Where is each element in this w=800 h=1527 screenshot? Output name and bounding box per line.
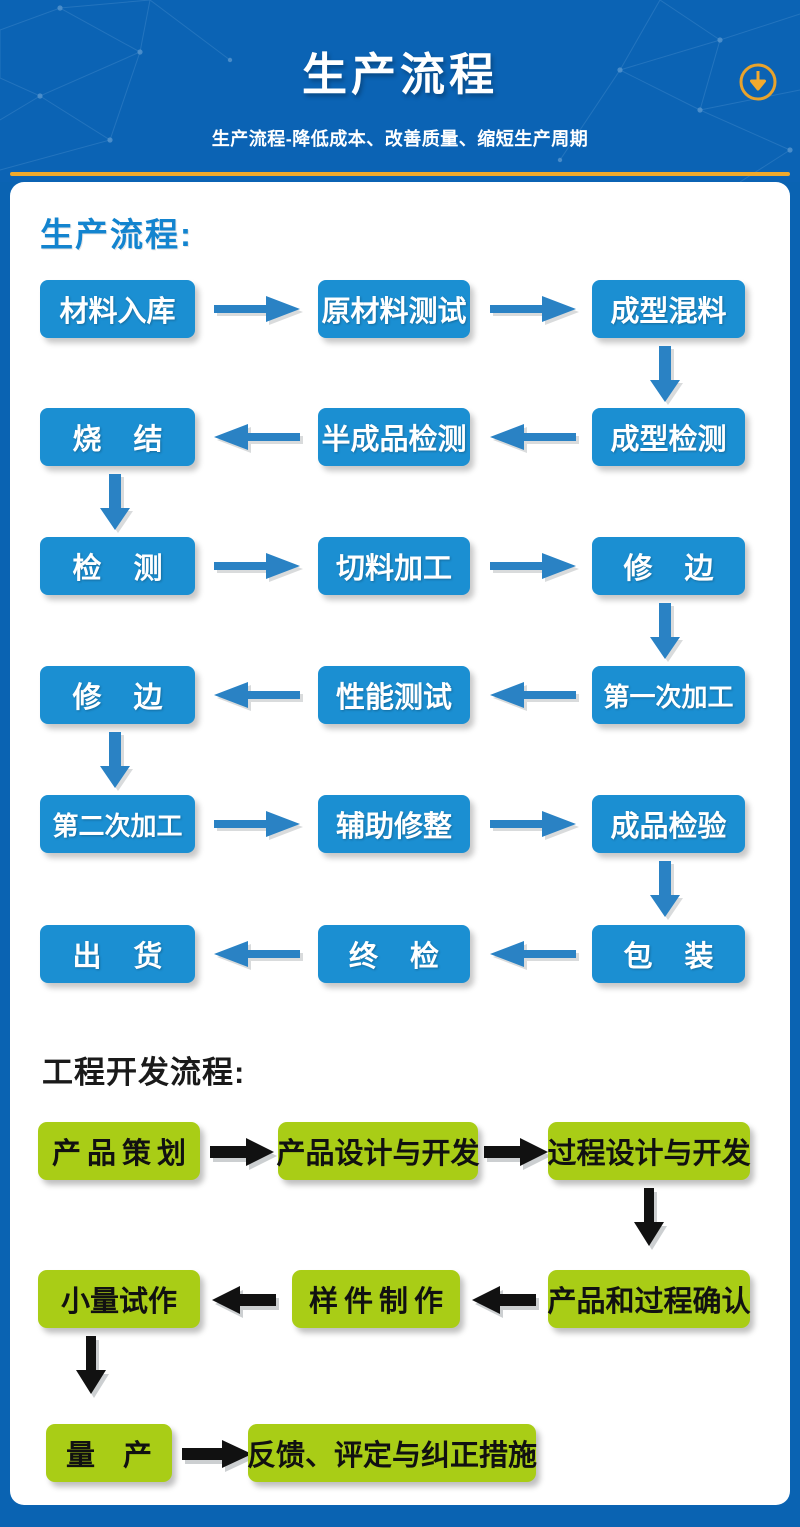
flow-box-material-inbound[interactable]: 材料入库 [40, 280, 195, 338]
arrow-down-col3-3 [650, 861, 686, 923]
flow-box-first-machining[interactable]: 第一次加工 [592, 666, 745, 724]
arrow-right-5 [214, 811, 306, 841]
flow-box-sintering[interactable]: 烧 结 [40, 408, 195, 466]
arrow-down-col3-1 [650, 346, 686, 408]
page-header: 生产流程 生产流程-降低成本、改善质量、缩短生产周期 [0, 0, 800, 182]
eng-box-process-design-development[interactable]: 过程设计与开发 [548, 1122, 751, 1180]
download-circle-icon[interactable] [738, 62, 778, 102]
arrow-right-6 [490, 811, 582, 841]
flow-box-semi-finished-inspection[interactable]: 半成品检测 [318, 408, 470, 466]
arrow-left-eng-1 [212, 1286, 284, 1318]
arrow-right-eng-3 [182, 1440, 260, 1472]
arrow-down-col1-1 [100, 474, 136, 536]
arrow-right-4 [490, 553, 582, 583]
arrow-down-col1-2 [100, 732, 136, 794]
arrow-left-5 [214, 941, 306, 971]
arrow-left-3 [214, 682, 306, 712]
flow-box-trimming-2[interactable]: 修 边 [40, 666, 195, 724]
flow-box-second-machining[interactable]: 第二次加工 [40, 795, 195, 853]
arrow-down-col3-2 [650, 603, 686, 665]
eng-box-product-design-development[interactable]: 产品设计与开发 [277, 1122, 480, 1180]
flow-box-final-check[interactable]: 终 检 [318, 925, 470, 983]
flow-box-trimming-1[interactable]: 修 边 [592, 537, 745, 595]
flow-box-performance-test[interactable]: 性能测试 [318, 666, 470, 724]
eng-box-mass-production[interactable]: 量 产 [46, 1424, 172, 1482]
arrow-right-eng-2 [484, 1138, 556, 1170]
flow-box-shipment[interactable]: 出 货 [40, 925, 195, 983]
arrow-left-2 [490, 424, 582, 454]
header-accent-rule [10, 172, 790, 176]
flow-box-final-product-inspection[interactable]: 成品检验 [592, 795, 745, 853]
eng-box-sample-making[interactable]: 样件制作 [292, 1270, 460, 1328]
page-subtitle: 生产流程-降低成本、改善质量、缩短生产周期 [211, 129, 589, 149]
arrow-right-eng-1 [210, 1138, 282, 1170]
flow-box-cutting-process[interactable]: 切料加工 [318, 537, 470, 595]
flow-box-forming-mix[interactable]: 成型混料 [592, 280, 745, 338]
arrow-left-eng-2 [472, 1286, 544, 1318]
flow-box-raw-material-test[interactable]: 原材料测试 [318, 280, 470, 338]
arrow-left-4 [490, 682, 582, 712]
arrow-right-1 [214, 296, 306, 326]
arrow-right-2 [490, 296, 582, 326]
arrow-left-1 [214, 424, 306, 454]
section-heading-engineering: 工程开发流程: [42, 1055, 246, 1090]
eng-box-small-batch-trial[interactable]: 小量试作 [38, 1270, 200, 1328]
arrow-down-eng-col1 [76, 1336, 112, 1400]
eng-box-product-process-validation[interactable]: 产品和过程确认 [548, 1270, 751, 1328]
arrow-right-3 [214, 553, 306, 583]
flow-box-forming-inspection[interactable]: 成型检测 [592, 408, 745, 466]
section-heading-production: 生产流程: [40, 216, 193, 253]
arrow-left-6 [490, 941, 582, 971]
footer-band [0, 1505, 800, 1527]
eng-box-feedback-assessment-corrective[interactable]: 反馈、评定与纠正措施 [247, 1424, 537, 1482]
arrow-down-eng-col3 [634, 1188, 670, 1252]
flow-box-auxiliary-finishing[interactable]: 辅助修整 [318, 795, 470, 853]
flow-box-inspection[interactable]: 检 测 [40, 537, 195, 595]
page-title: 生产流程 [301, 49, 498, 100]
flow-box-packaging[interactable]: 包 装 [592, 925, 745, 983]
eng-box-product-planning[interactable]: 产品策划 [38, 1122, 200, 1180]
network-pattern-decoration [0, 0, 800, 182]
